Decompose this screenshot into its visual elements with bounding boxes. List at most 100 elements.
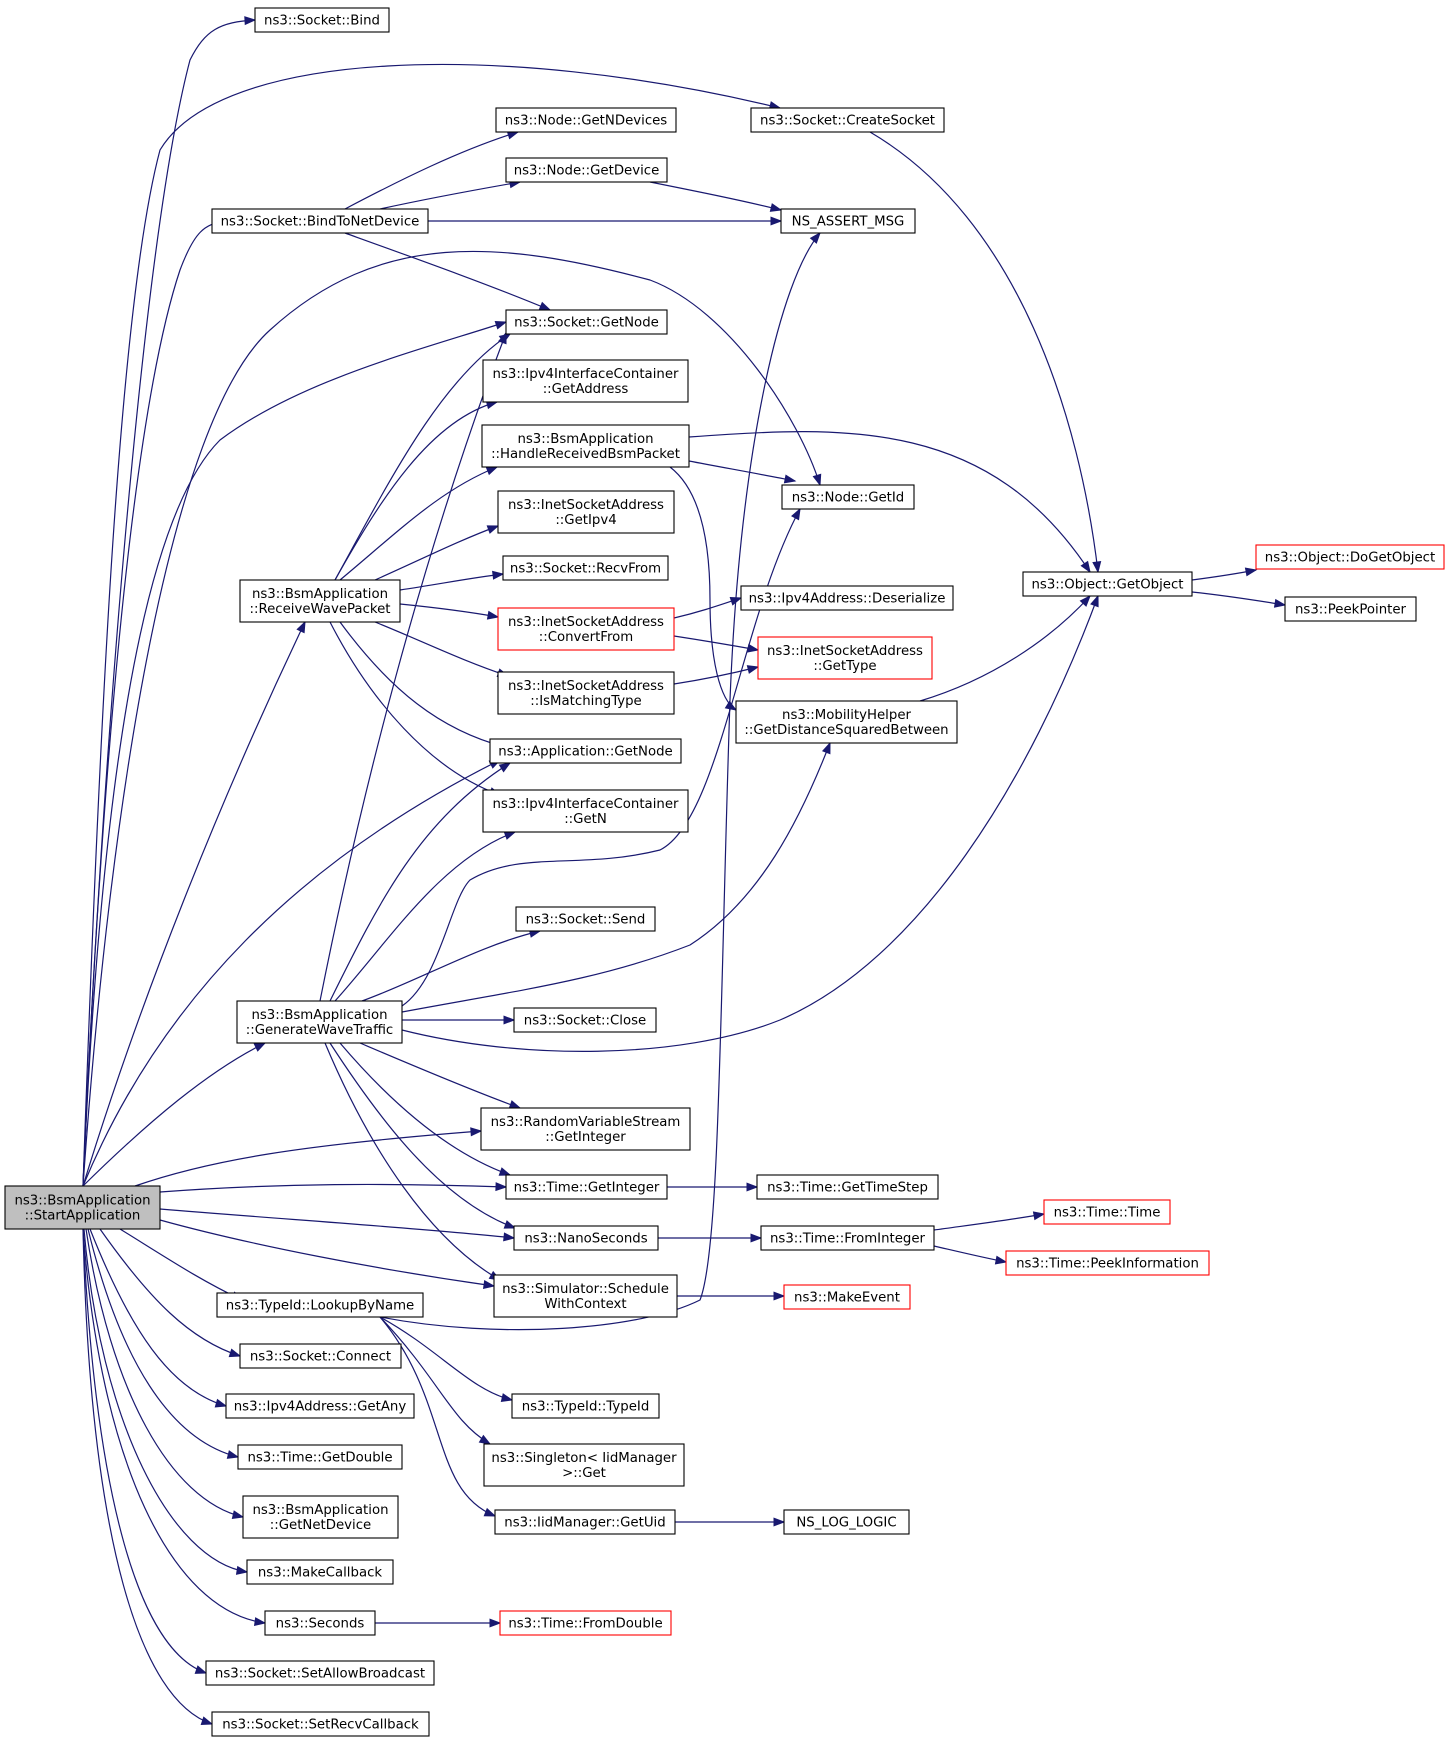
- node-frominteger[interactable]: ns3::Time::FromInteger: [760, 1225, 935, 1251]
- node-rvsgetinteger[interactable]: ns3::RandomVariableStream::GetInteger: [480, 1107, 691, 1151]
- node-box: [1284, 596, 1417, 622]
- node-send[interactable]: ns3::Socket::Send: [515, 906, 656, 932]
- node-box: [499, 1610, 672, 1636]
- node-getobject[interactable]: ns3::Object::GetObject: [1022, 571, 1193, 597]
- node-inetgettype[interactable]: ns3::InetSocketAddress::GetType: [757, 636, 933, 680]
- node-nanoseconds[interactable]: ns3::NanoSeconds: [513, 1225, 659, 1251]
- arrow-head-icon: [494, 320, 508, 330]
- edge-line: [119, 1228, 243, 1301]
- node-recvfrom[interactable]: ns3::Socket::RecvFrom: [502, 555, 669, 581]
- edge-lookupbyname-to-typeidtypeid: [379, 1316, 514, 1402]
- node-createsocket[interactable]: ns3::Socket::CreateSocket: [750, 107, 945, 133]
- node-nodegetid[interactable]: ns3::Node::GetId: [781, 484, 915, 510]
- node-setrecvcallback[interactable]: ns3::Socket::SetRecvCallback: [211, 1711, 430, 1737]
- arrow-head-icon: [773, 1291, 786, 1301]
- node-deserialize[interactable]: ns3::Ipv4Address::Deserialize: [740, 585, 954, 611]
- node-lookupbyname[interactable]: ns3::TypeId::LookupByName: [216, 1292, 424, 1318]
- node-box: [783, 1509, 910, 1535]
- node-getndevices[interactable]: ns3::Node::GetNDevices: [495, 107, 677, 133]
- call-nodes: ns3::BsmApplication::StartApplicationns3…: [4, 7, 1445, 1737]
- arrow-head-icon: [1092, 561, 1102, 574]
- node-socketgetnode[interactable]: ns3::Socket::GetNode: [505, 309, 668, 335]
- node-box: [1043, 1199, 1171, 1225]
- node-makeevent[interactable]: ns3::MakeEvent: [783, 1284, 911, 1310]
- edge-generatewave-to-schedule: [324, 1042, 502, 1281]
- arrow-head-icon: [253, 1617, 267, 1627]
- node-typeidtypeid[interactable]: ns3::TypeId::TypeId: [511, 1393, 660, 1419]
- node-makecallback[interactable]: ns3::MakeCallback: [246, 1559, 394, 1585]
- node-label-line: ns3::MobilityHelper: [782, 708, 911, 723]
- edge-line: [324, 1042, 501, 1281]
- node-label-line: ::GetIpv4: [555, 513, 616, 528]
- edge-line: [344, 232, 551, 311]
- node-label-line: ns3::Ipv4Address::Deserialize: [749, 592, 946, 607]
- node-convertfrom[interactable]: ns3::InetSocketAddress::ConvertFrom: [497, 607, 675, 651]
- node-ipv4getaddress[interactable]: ns3::Ipv4InterfaceContainer::GetAddress: [482, 359, 689, 403]
- node-getuid[interactable]: ns3::IidManager::GetUid: [494, 1509, 676, 1535]
- node-nsassertmsg[interactable]: NS_ASSERT_MSG: [780, 208, 916, 234]
- edge-line: [159, 1219, 495, 1287]
- edge-line: [379, 1316, 491, 1445]
- edge-line: [82, 321, 507, 1187]
- node-fromdouble[interactable]: ns3::Time::FromDouble: [499, 1610, 672, 1636]
- node-box: [242, 1495, 399, 1539]
- edge-line: [82, 1228, 213, 1725]
- node-label-line: ns3::BsmApplication: [251, 1008, 387, 1023]
- node-singletonget[interactable]: ns3::Singleton< IidManager >::Get: [483, 1443, 685, 1487]
- node-close[interactable]: ns3::Socket::Close: [513, 1007, 657, 1033]
- node-label-line: ns3::InetSocketAddress: [508, 679, 664, 694]
- node-handlebsm[interactable]: ns3::BsmApplication::HandleReceivedBsmPa…: [481, 424, 690, 468]
- edge-handlebsm-to-mobility: [669, 466, 738, 711]
- node-generatewave[interactable]: ns3::BsmApplication::GenerateWaveTraffic: [236, 1000, 403, 1044]
- node-label-line: ns3::Time::Time: [1054, 1206, 1161, 1221]
- node-start[interactable]: ns3::BsmApplication::StartApplication: [4, 1185, 161, 1230]
- edge-line: [1191, 591, 1286, 606]
- node-nslogic[interactable]: NS_LOG_LOGIC: [783, 1509, 910, 1535]
- edge-receivewave-to-handlebsm: [339, 466, 499, 581]
- node-seconds[interactable]: ns3::Seconds: [264, 1610, 376, 1636]
- node-label-line: ::IsMatchingType: [530, 694, 641, 709]
- node-timetime[interactable]: ns3::Time::Time: [1043, 1199, 1171, 1225]
- arrow-head-icon: [482, 1280, 496, 1290]
- node-getnetdevice[interactable]: ns3::BsmApplication::GetNetDevice: [242, 1495, 399, 1539]
- arrow-head-icon: [498, 331, 507, 345]
- edge-line: [399, 573, 504, 591]
- node-gettimestep[interactable]: ns3::Time::GetTimeStep: [756, 1174, 939, 1200]
- node-getipv4[interactable]: ns3::InetSocketAddress::GetIpv4: [497, 490, 675, 534]
- edge-line: [82, 1228, 266, 1624]
- edge-line: [401, 595, 1099, 1052]
- node-getdouble[interactable]: ns3::Time::GetDouble: [237, 1444, 403, 1470]
- node-getdevice[interactable]: ns3::Node::GetDevice: [505, 157, 668, 183]
- edge-receivewave-to-recvfrom: [399, 570, 505, 591]
- node-connect[interactable]: ns3::Socket::Connect: [239, 1343, 402, 1369]
- edge-line: [669, 466, 737, 711]
- arrow-head-icon: [200, 1716, 214, 1725]
- node-bind[interactable]: ns3::Socket::Bind: [254, 7, 390, 33]
- node-label-line: ns3::MakeEvent: [794, 1291, 900, 1306]
- node-box: [1005, 1250, 1210, 1276]
- node-receivewave[interactable]: ns3::BsmApplication::ReceiveWavePacket: [239, 579, 401, 623]
- node-appgetnode[interactable]: ns3::Application::GetNode: [489, 738, 682, 764]
- node-peekinformation[interactable]: ns3::Time::PeekInformation: [1005, 1250, 1210, 1276]
- arrow-head-icon: [485, 466, 499, 476]
- node-dogetobject[interactable]: ns3::Object::DoGetObject: [1255, 544, 1445, 570]
- node-setallowbroadcast[interactable]: ns3::Socket::SetAllowBroadcast: [205, 1660, 435, 1686]
- node-timegetinteger[interactable]: ns3::Time::GetInteger: [505, 1174, 668, 1200]
- node-label-line: ns3::InetSocketAddress: [508, 615, 664, 630]
- node-label-line: ::ConvertFrom: [539, 630, 633, 645]
- node-getany[interactable]: ns3::Ipv4Address::GetAny: [225, 1393, 415, 1419]
- node-peekpointer[interactable]: ns3::PeekPointer: [1284, 596, 1417, 622]
- node-ismatching[interactable]: ns3::InetSocketAddress::IsMatchingType: [497, 671, 675, 715]
- edge-convertfrom-to-inetgettype: [673, 635, 760, 653]
- node-ipv4getn[interactable]: ns3::Ipv4InterfaceContainer::GetN: [482, 789, 689, 833]
- node-box: [236, 1000, 403, 1044]
- edge-getobject-to-peekpointer: [1191, 591, 1287, 608]
- node-mobility[interactable]: ns3::MobilityHelper::GetDistanceSquaredB…: [735, 700, 958, 744]
- arrow-head-icon: [296, 620, 306, 634]
- node-bindtonetdevice[interactable]: ns3::Socket::BindToNetDevice: [211, 208, 429, 234]
- edge-lookupbyname-to-singletonget: [379, 1316, 492, 1445]
- edge-line: [339, 1042, 511, 1176]
- edge-line: [673, 635, 759, 651]
- node-label-line: ns3::Node::GetNDevices: [505, 114, 668, 129]
